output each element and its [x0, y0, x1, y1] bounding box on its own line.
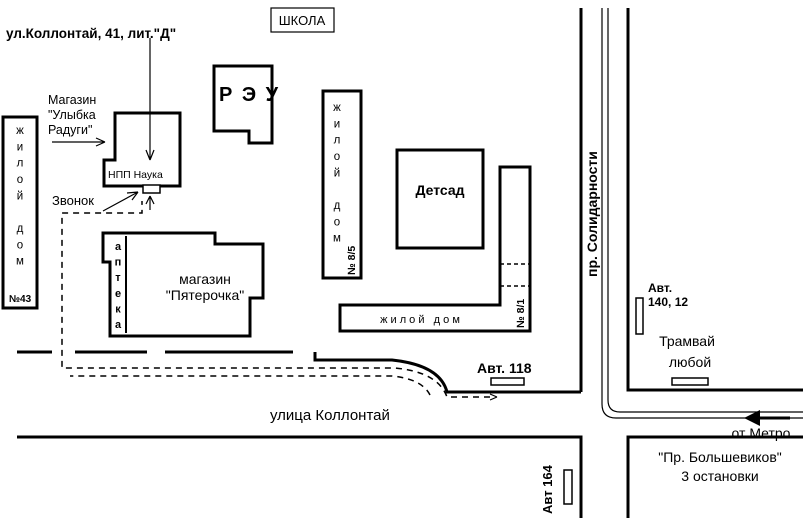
tram-label-1: Трамвай — [659, 333, 715, 349]
route-to-office — [61, 201, 490, 398]
letter: а — [115, 319, 122, 331]
kollontai-south-curb — [17, 435, 583, 518]
tram-label-2: любой — [669, 354, 711, 370]
letter: л — [17, 158, 24, 170]
pyaterochka-label-1: магазин — [179, 271, 231, 287]
letter: и — [334, 118, 340, 130]
letter: о — [17, 174, 23, 186]
letter: и — [17, 141, 23, 153]
bus-stop-118 — [490, 377, 525, 386]
office-entrance — [142, 184, 161, 194]
letter — [18, 207, 21, 219]
bus-stop-140-12 — [635, 297, 644, 335]
letter — [335, 184, 338, 196]
entrance-arrow — [145, 195, 155, 210]
letter: л — [334, 135, 341, 147]
three-stops-label: 3 остановки — [681, 468, 758, 484]
tram-rail-2 — [607, 8, 803, 413]
route-arrow-head — [489, 393, 498, 401]
letter: т — [115, 272, 121, 284]
letter: ж — [16, 125, 24, 137]
reu-label: Р Э У — [219, 84, 280, 106]
letter: ж — [333, 102, 341, 114]
buildings — [1, 64, 532, 338]
letter: м — [16, 256, 24, 268]
letter: п — [115, 257, 122, 269]
shop-ulybka-label-3: Радуги" — [48, 123, 92, 137]
house-43 — [1, 115, 39, 310]
tram-stop — [671, 377, 709, 386]
npp-nauka-label: НПП Наука — [108, 169, 163, 181]
metro-name-label: "Пр. Большевиков" — [658, 449, 782, 465]
letter: й — [17, 190, 23, 202]
pyaterochka-building — [101, 231, 265, 338]
house-bottom-label: ж и л о й д о м — [380, 314, 460, 326]
stops — [490, 297, 709, 505]
letter: е — [115, 288, 121, 300]
shop-ulybka-label-2: "Улыбка — [48, 108, 96, 122]
kollontai-south-curb-east — [626, 435, 803, 518]
npp-nauka-building — [102, 111, 182, 188]
reu-building — [212, 64, 274, 145]
address-label: ул.Коллонтай, 41, лит."Д" — [6, 26, 176, 41]
avt118-label: Авт. 118 — [477, 360, 532, 376]
zvonok-arrow — [102, 191, 139, 212]
school-box — [270, 7, 335, 33]
shop-arrow — [52, 137, 106, 147]
letter: к — [115, 303, 121, 315]
letter: о — [17, 239, 23, 251]
house-bottom-number: № 8/1 — [515, 299, 527, 328]
metro-arrow-head — [744, 410, 760, 426]
zvonok-label: Звонок — [52, 193, 94, 208]
house-left-number: №43 — [9, 294, 32, 305]
detsad-building — [395, 148, 485, 250]
letter: о — [334, 216, 340, 228]
school-label: ШКОЛА — [279, 13, 326, 28]
letter: м — [333, 233, 341, 245]
address-arrow — [145, 38, 155, 161]
letter: д — [17, 223, 24, 235]
detsad-label: Детсад — [415, 182, 464, 198]
from-metro-label: от Метро — [732, 425, 791, 441]
solidarnosti-east-curb — [626, 8, 803, 392]
kollontai-north-curb — [17, 350, 581, 394]
letter: д — [334, 200, 341, 212]
walking-route — [61, 201, 498, 401]
shop-ulybka-label-1: Магазин — [48, 93, 96, 107]
house-8-5 — [321, 89, 363, 280]
roads — [17, 8, 803, 518]
bus-stop-164 — [563, 469, 573, 505]
letter: о — [334, 151, 340, 163]
avt140-label-1: Авт. — [648, 281, 672, 295]
letter: а — [115, 241, 122, 253]
house-mid-number: № 8/5 — [346, 246, 358, 275]
avt140-label-2: 140, 12 — [648, 295, 688, 309]
house-8-1 — [338, 165, 532, 333]
tram-rail-1 — [601, 8, 803, 419]
prospect-solidarnosti-label: пр. Солидарности — [584, 151, 600, 277]
letter: й — [334, 167, 340, 179]
arrows — [52, 38, 790, 426]
pyaterochka-label-2: "Пятерочка" — [166, 287, 244, 303]
route-parallel — [70, 375, 431, 396]
avt164-label: Авт 164 — [540, 464, 555, 514]
street-kollontai-label: улица Коллонтай — [270, 407, 390, 424]
